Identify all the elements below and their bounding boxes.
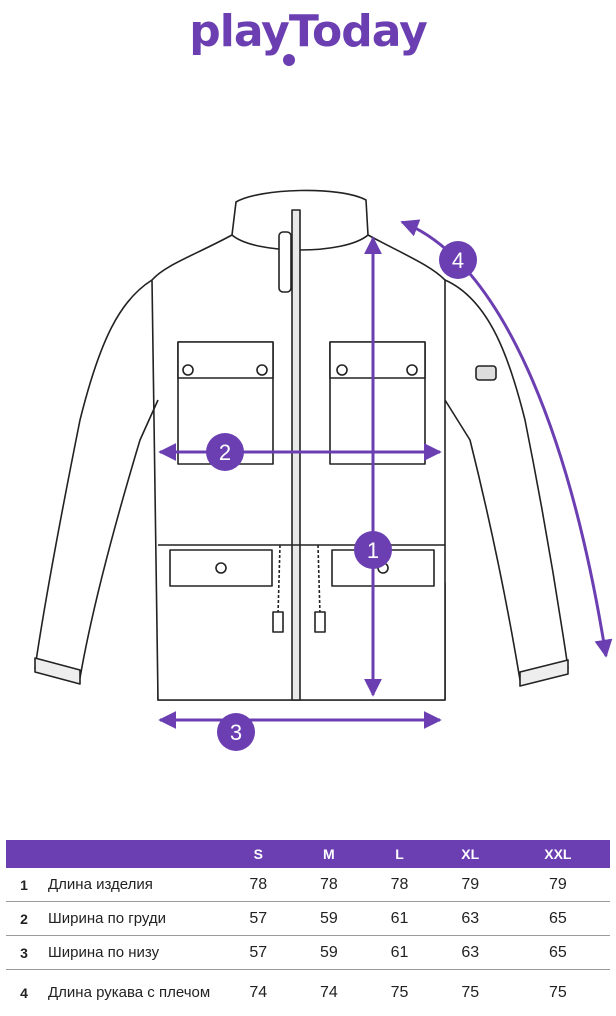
- header-size-m: M: [294, 840, 365, 868]
- jacket-sketch: 1 2 3 4: [0, 160, 616, 760]
- cell-value: 78: [294, 868, 365, 902]
- brand-logo-text: playToday: [189, 6, 427, 57]
- cell-value: 61: [364, 936, 435, 970]
- table-row: 2 Ширина по груди 57 59 61 63 65: [6, 902, 610, 936]
- marker-1-label: 1: [367, 538, 379, 563]
- cell-value: 75: [435, 970, 506, 1016]
- header-size-l: L: [364, 840, 435, 868]
- sleeve-tab: [476, 366, 496, 380]
- size-table: S M L XL XXL 1 Длина изделия 78 78 78 79…: [6, 840, 610, 1016]
- row-number: 1: [6, 868, 42, 902]
- header-size-xl: XL: [435, 840, 506, 868]
- cell-value: 65: [506, 902, 610, 936]
- marker-2-label: 2: [219, 440, 231, 465]
- cell-value: 59: [294, 936, 365, 970]
- row-label: Длина рукава с плечом: [42, 970, 223, 1016]
- size-table-header: S M L XL XXL: [6, 840, 610, 868]
- row-label: Длина изделия: [42, 868, 223, 902]
- marker-3-label: 3: [230, 720, 242, 745]
- row-number: 3: [6, 936, 42, 970]
- row-number: 4: [6, 970, 42, 1016]
- cell-value: 78: [364, 868, 435, 902]
- row-number: 2: [6, 902, 42, 936]
- cell-value: 75: [506, 970, 610, 1016]
- table-row: 1 Длина изделия 78 78 78 79 79: [6, 868, 610, 902]
- left-lower-pocket: [170, 550, 272, 586]
- left-cuff: [35, 658, 80, 684]
- cell-value: 57: [223, 902, 294, 936]
- cell-value: 59: [294, 902, 365, 936]
- front-zipper: [292, 210, 300, 700]
- cell-value: 74: [223, 970, 294, 1016]
- cell-value: 65: [506, 936, 610, 970]
- row-label: Ширина по груди: [42, 902, 223, 936]
- table-row: 4 Длина рукава с плечом 74 74 75 75 75: [6, 970, 610, 1016]
- cell-value: 63: [435, 936, 506, 970]
- right-sleeve: [445, 280, 568, 680]
- header-label: [42, 840, 223, 868]
- header-size-xxl: XXL: [506, 840, 610, 868]
- cell-value: 57: [223, 936, 294, 970]
- logo-dot: [283, 54, 295, 66]
- table-row: 3 Ширина по низу 57 59 61 63 65: [6, 936, 610, 970]
- cell-value: 75: [364, 970, 435, 1016]
- header-size-s: S: [223, 840, 294, 868]
- header-num: [6, 840, 42, 868]
- cell-value: 63: [435, 902, 506, 936]
- cell-value: 79: [435, 868, 506, 902]
- cell-value: 78: [223, 868, 294, 902]
- left-sleeve: [35, 280, 158, 678]
- brand-logo: playToday: [0, 6, 616, 57]
- cell-value: 61: [364, 902, 435, 936]
- row-label: Ширина по низу: [42, 936, 223, 970]
- marker-4-label: 4: [452, 248, 464, 273]
- cell-value: 74: [294, 970, 365, 1016]
- zipper-pull: [279, 232, 291, 292]
- cell-value: 79: [506, 868, 610, 902]
- right-cuff: [520, 660, 568, 686]
